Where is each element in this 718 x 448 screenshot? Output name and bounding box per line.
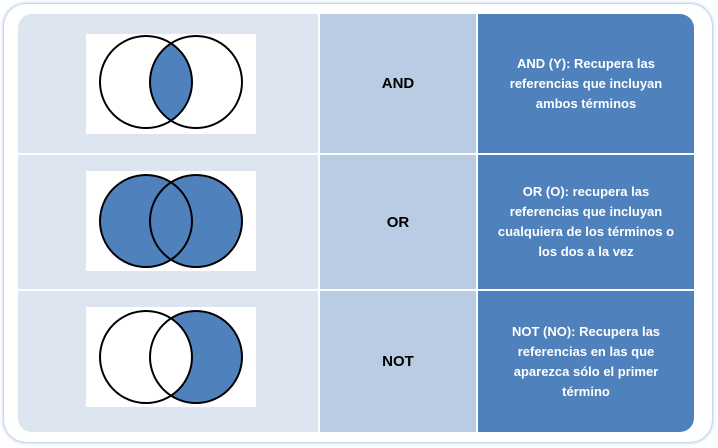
not-left-circle — [99, 310, 193, 404]
or-operator-cell: OR — [320, 155, 478, 291]
and-operator-label: AND — [381, 75, 415, 92]
or-left-circle — [99, 174, 193, 268]
or-description-cell: OR (O): recupera las referencias que inc… — [478, 155, 694, 291]
or-right-fill — [150, 175, 242, 267]
or-description: OR (O): recupera las referencias que inc… — [497, 184, 675, 259]
or-diagram-cell — [18, 155, 320, 291]
not-venn-diagram — [86, 307, 256, 407]
or-right-circle — [149, 174, 243, 268]
table-inner: AND AND (Y): Recupera las referencias qu… — [18, 14, 694, 432]
not-venn-svg — [99, 310, 243, 404]
or-venn-diagram — [86, 171, 256, 271]
and-diagram-cell — [18, 14, 320, 155]
or-venn-svg — [99, 174, 243, 268]
not-description-cell: NOT (NO): Recupera las referencias en la… — [478, 291, 694, 432]
or-operator-label: OR — [386, 213, 410, 231]
not-shaded-region — [150, 311, 242, 403]
not-description: NOT (NO): Recupera las referencias en la… — [511, 323, 661, 399]
and-venn-diagram — [86, 34, 256, 134]
and-left-circle — [99, 35, 193, 129]
and-intersection-shade — [150, 36, 192, 128]
and-description-cell: AND (Y): Recupera las referencias que in… — [478, 14, 694, 155]
not-diagram-cell — [18, 291, 320, 432]
not-right-circle — [149, 310, 243, 404]
not-operator-cell: NOT — [320, 291, 478, 432]
and-right-circle — [149, 35, 243, 129]
and-operator-cell: AND — [320, 14, 478, 155]
boolean-operators-table: AND AND (Y): Recupera las referencias qu… — [18, 14, 694, 432]
not-operator-label: NOT — [382, 353, 414, 370]
table-frame: AND AND (Y): Recupera las referencias qu… — [4, 4, 712, 442]
and-description: AND (Y): Recupera las referencias que in… — [509, 55, 663, 111]
and-venn-svg — [99, 35, 243, 129]
